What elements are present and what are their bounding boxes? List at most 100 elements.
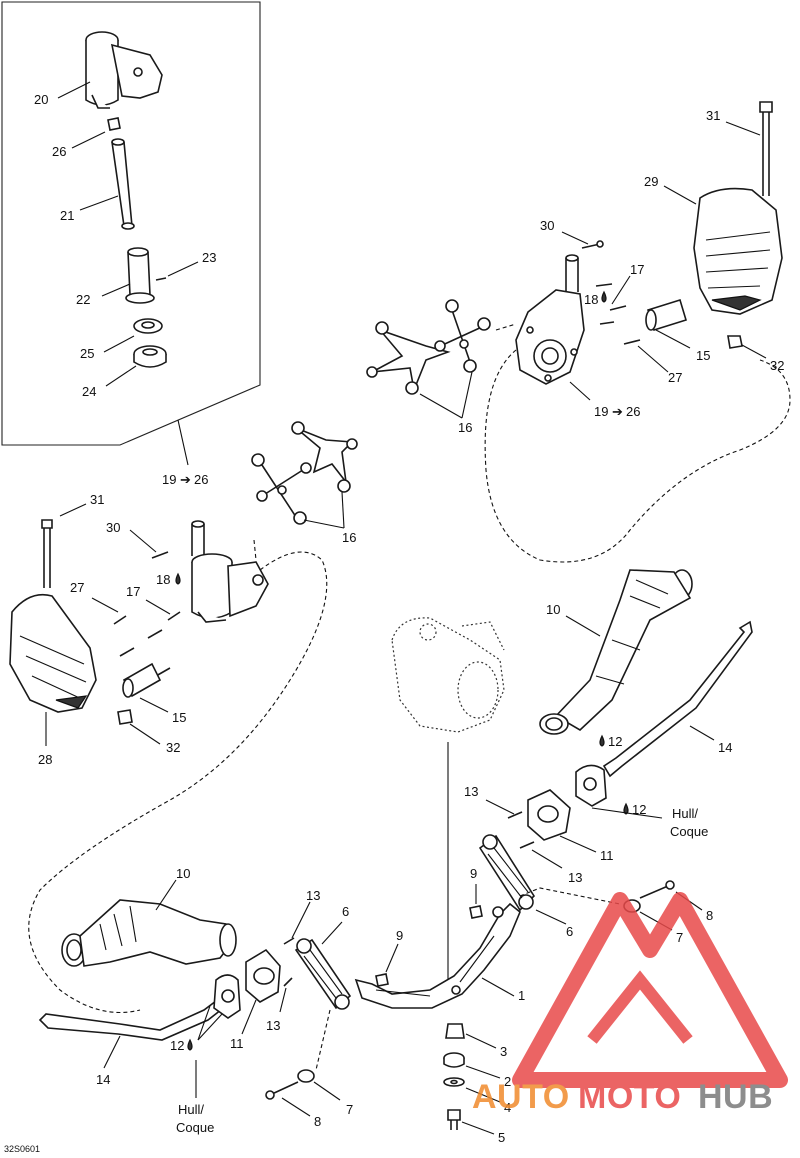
part-1-steering-arm	[354, 902, 521, 1009]
callout-27-top: 27	[668, 370, 682, 385]
callout-19-top: 19	[594, 404, 608, 419]
part-25-seal	[133, 318, 163, 334]
part-31-bolt-left	[41, 519, 53, 588]
callout-6-right: 6	[566, 924, 573, 939]
part-16-tie-rods-top	[366, 299, 491, 395]
callout-26-top: 26	[626, 404, 640, 419]
callout-26: 26	[52, 144, 66, 159]
callout-11-right: 11	[600, 848, 614, 863]
callout-8-right: 8	[706, 908, 713, 923]
part-14-hose-left	[38, 996, 228, 1041]
arrow-glyph-top: ➔	[612, 404, 623, 419]
callout-19-left: 19	[162, 472, 176, 487]
callout-27-left: 27	[70, 580, 84, 595]
part-14-hose-right	[602, 620, 753, 778]
callout-13-left-b: 13	[266, 1018, 280, 1033]
part-11-flange-right	[527, 789, 571, 841]
part-5-bolt	[447, 1109, 461, 1130]
callout-28: 28	[38, 752, 52, 767]
callout-21: 21	[60, 208, 74, 223]
part-3-nut	[445, 1023, 465, 1039]
callout-24: 24	[82, 384, 96, 399]
part-11-flange-left	[245, 948, 281, 1003]
dashed-guide-left	[28, 551, 328, 1013]
callout-5: 5	[498, 1130, 505, 1145]
part-19-column-top	[515, 254, 585, 385]
callout-13-right-a: 13	[464, 784, 478, 799]
hull-label-left-1: Hull/	[178, 1102, 204, 1117]
watermark-moto: MOTO	[578, 1078, 681, 1116]
watermark-hub: HUB	[698, 1078, 773, 1116]
callout-10-left: 10	[176, 866, 190, 881]
part-20-steering-housing	[85, 31, 163, 109]
part-6-link-left	[294, 938, 352, 1010]
callout-16-left: 16	[342, 530, 356, 545]
callout-4: 4	[504, 1100, 511, 1115]
callout-31-left: 31	[90, 492, 104, 507]
part-29-cover-top	[693, 187, 783, 315]
callout-17-left: 17	[126, 584, 140, 599]
callout-23: 23	[202, 250, 216, 265]
callout-10-right: 10	[546, 602, 560, 617]
callout-18-top: 18	[584, 292, 598, 307]
callout-9-left: 9	[396, 928, 403, 943]
dashed-guide-top	[484, 349, 791, 563]
part-16-tie-rods-left	[251, 421, 358, 525]
callout-14-left: 14	[96, 1072, 110, 1087]
callout-16-top: 16	[458, 420, 472, 435]
callout-30-left: 30	[106, 520, 120, 535]
callout-17-top: 17	[630, 262, 644, 277]
callout-2: 2	[504, 1074, 511, 1089]
callout-12-left: 12	[170, 1038, 184, 1053]
part-31-bolt-top	[759, 101, 773, 196]
part-22-sleeve	[125, 247, 155, 304]
callout-18-left: 18	[156, 572, 170, 587]
callout-20: 20	[34, 92, 48, 107]
part-26-bushing	[107, 117, 121, 131]
part-2-washer	[443, 1052, 465, 1068]
automotohub-logo: AUTO MOTO HUB	[472, 892, 788, 1116]
part-6-link-right	[478, 834, 536, 912]
part-10-pipe-right	[539, 569, 693, 735]
callout-12-a: 12	[608, 734, 622, 749]
watermark-auto: AUTO	[472, 1078, 570, 1116]
callout-1: 1	[518, 988, 525, 1003]
callout-32-top: 32	[770, 358, 784, 373]
hull-label-left-2: Coque	[176, 1120, 214, 1135]
callout-22: 22	[76, 292, 90, 307]
callout-26-left: 26	[194, 472, 208, 487]
callout-9-right: 9	[470, 866, 477, 881]
callout-6-left: 6	[342, 904, 349, 919]
callout-7-right: 7	[676, 930, 683, 945]
callout-32-left: 32	[166, 740, 180, 755]
figure-code: 32S0601	[4, 1144, 40, 1154]
callout-31-top: 31	[706, 108, 720, 123]
inset-box	[1, 1, 261, 446]
part-12-gasket-right	[575, 764, 607, 807]
part-24-nut	[133, 345, 167, 368]
callout-3: 3	[500, 1044, 507, 1059]
hull-label-right-2: Coque	[670, 824, 708, 839]
part-30-screw-top	[581, 240, 604, 249]
callout-8-left: 8	[314, 1114, 321, 1129]
callout-15-top: 15	[696, 348, 710, 363]
reference-housing-dotted	[391, 617, 505, 733]
callout-14-right: 14	[718, 740, 732, 755]
callout-29: 29	[644, 174, 658, 189]
callout-30-top: 30	[540, 218, 554, 233]
callout-11-left: 11	[230, 1036, 244, 1051]
part-19-column-left	[191, 520, 269, 623]
callout-7-left: 7	[346, 1102, 353, 1117]
part-15-sleeve-left	[122, 662, 162, 698]
callout-13-left-a: 13	[306, 888, 320, 903]
hull-label-right-1: Hull/	[672, 806, 698, 821]
part-28-cover-left	[9, 593, 97, 713]
part-21-shaft-tube	[111, 138, 135, 230]
part-12-gasket-left	[213, 974, 241, 1019]
callout-12-b: 12	[632, 802, 646, 817]
part-10-pipe-left	[61, 899, 237, 967]
callout-13-right-b: 13	[568, 870, 582, 885]
callout-15-left: 15	[172, 710, 186, 725]
callout-25: 25	[80, 346, 94, 361]
